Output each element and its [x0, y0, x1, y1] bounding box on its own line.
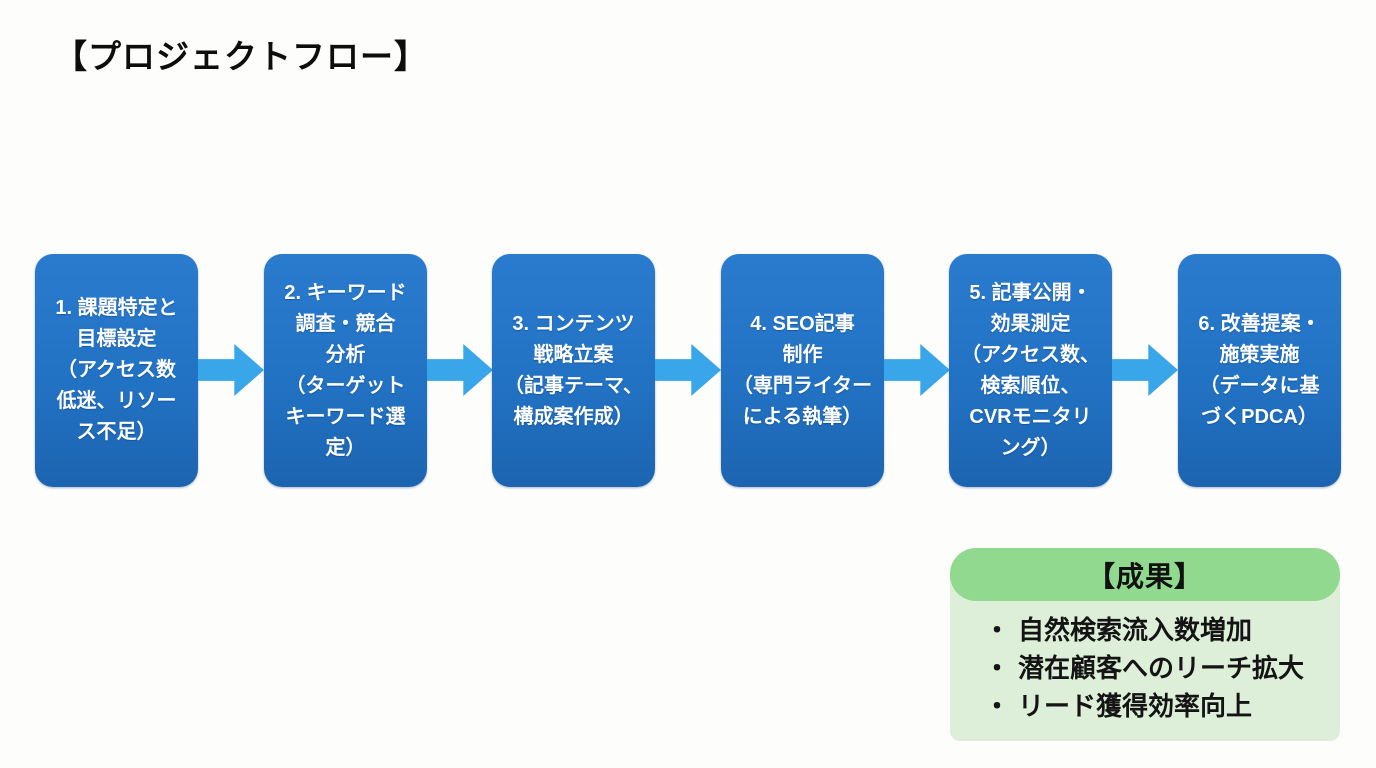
flow-step-2: 2. キーワード 調査・競合 分析 （ターゲット キーワード選 定） — [264, 254, 427, 487]
flow-step-6-label: 6. 改善提案・ 施策実施 （データに基 づくPDCA） — [1198, 312, 1321, 428]
bullet-icon: ・ — [984, 691, 1011, 721]
arrow-right-icon — [1112, 344, 1178, 396]
flow-step-5: 5. 記事公開・ 効果測定 （アクセス数、 検索順位、 CVRモニタリ ング） — [949, 254, 1112, 487]
page-title: 【プロジェクトフロー】 — [54, 38, 428, 75]
bullet-icon: ・ — [984, 615, 1011, 645]
arrow-right-icon — [655, 344, 721, 396]
result-item: ・潜在顧客へのリーチ拡大 — [984, 649, 1304, 687]
arrow-right-icon — [884, 344, 950, 396]
result-item: ・リード獲得効率向上 — [984, 687, 1304, 725]
arrow-right-icon — [427, 344, 493, 396]
flow-step-5-label: 5. 記事公開・ 効果測定 （アクセス数、 検索順位、 CVRモニタリ ング） — [961, 281, 1100, 459]
result-item-label: 潜在顧客へのリーチ拡大 — [1018, 653, 1305, 683]
results-panel: 【成果】 ・自然検索流入数増加 ・潜在顧客へのリーチ拡大 ・リード獲得効率向上 — [950, 548, 1340, 741]
flow-step-1-label: 1. 課題特定と 目標設定 （アクセス数 低迷、リソー ス不足） — [55, 297, 178, 443]
flow-step-6: 6. 改善提案・ 施策実施 （データに基 づくPDCA） — [1178, 254, 1341, 487]
project-flow-diagram: 1. 課題特定と 目標設定 （アクセス数 低迷、リソー ス不足） 2. キーワー… — [35, 254, 1345, 487]
flow-step-3-label: 3. コンテンツ 戦略立案 （記事テーマ、 構成案作成） — [504, 312, 643, 428]
flow-step-2-label: 2. キーワード 調査・競合 分析 （ターゲット キーワード選 定） — [284, 281, 407, 459]
result-item: ・自然検索流入数増加 — [984, 611, 1304, 649]
result-item-label: 自然検索流入数増加 — [1018, 615, 1253, 645]
result-item-label: リード獲得効率向上 — [1018, 691, 1253, 721]
results-panel-header: 【成果】 — [950, 548, 1340, 601]
results-list: ・自然検索流入数増加 ・潜在顧客へのリーチ拡大 ・リード獲得効率向上 — [984, 611, 1304, 725]
flow-step-4-label: 4. SEO記事 制作 （専門ライター による執筆） — [732, 312, 873, 428]
arrow-right-icon — [198, 344, 264, 396]
flow-step-1: 1. 課題特定と 目標設定 （アクセス数 低迷、リソー ス不足） — [35, 254, 198, 487]
bullet-icon: ・ — [984, 653, 1011, 683]
flow-step-3: 3. コンテンツ 戦略立案 （記事テーマ、 構成案作成） — [492, 254, 655, 487]
flow-step-4: 4. SEO記事 制作 （専門ライター による執筆） — [721, 254, 884, 487]
